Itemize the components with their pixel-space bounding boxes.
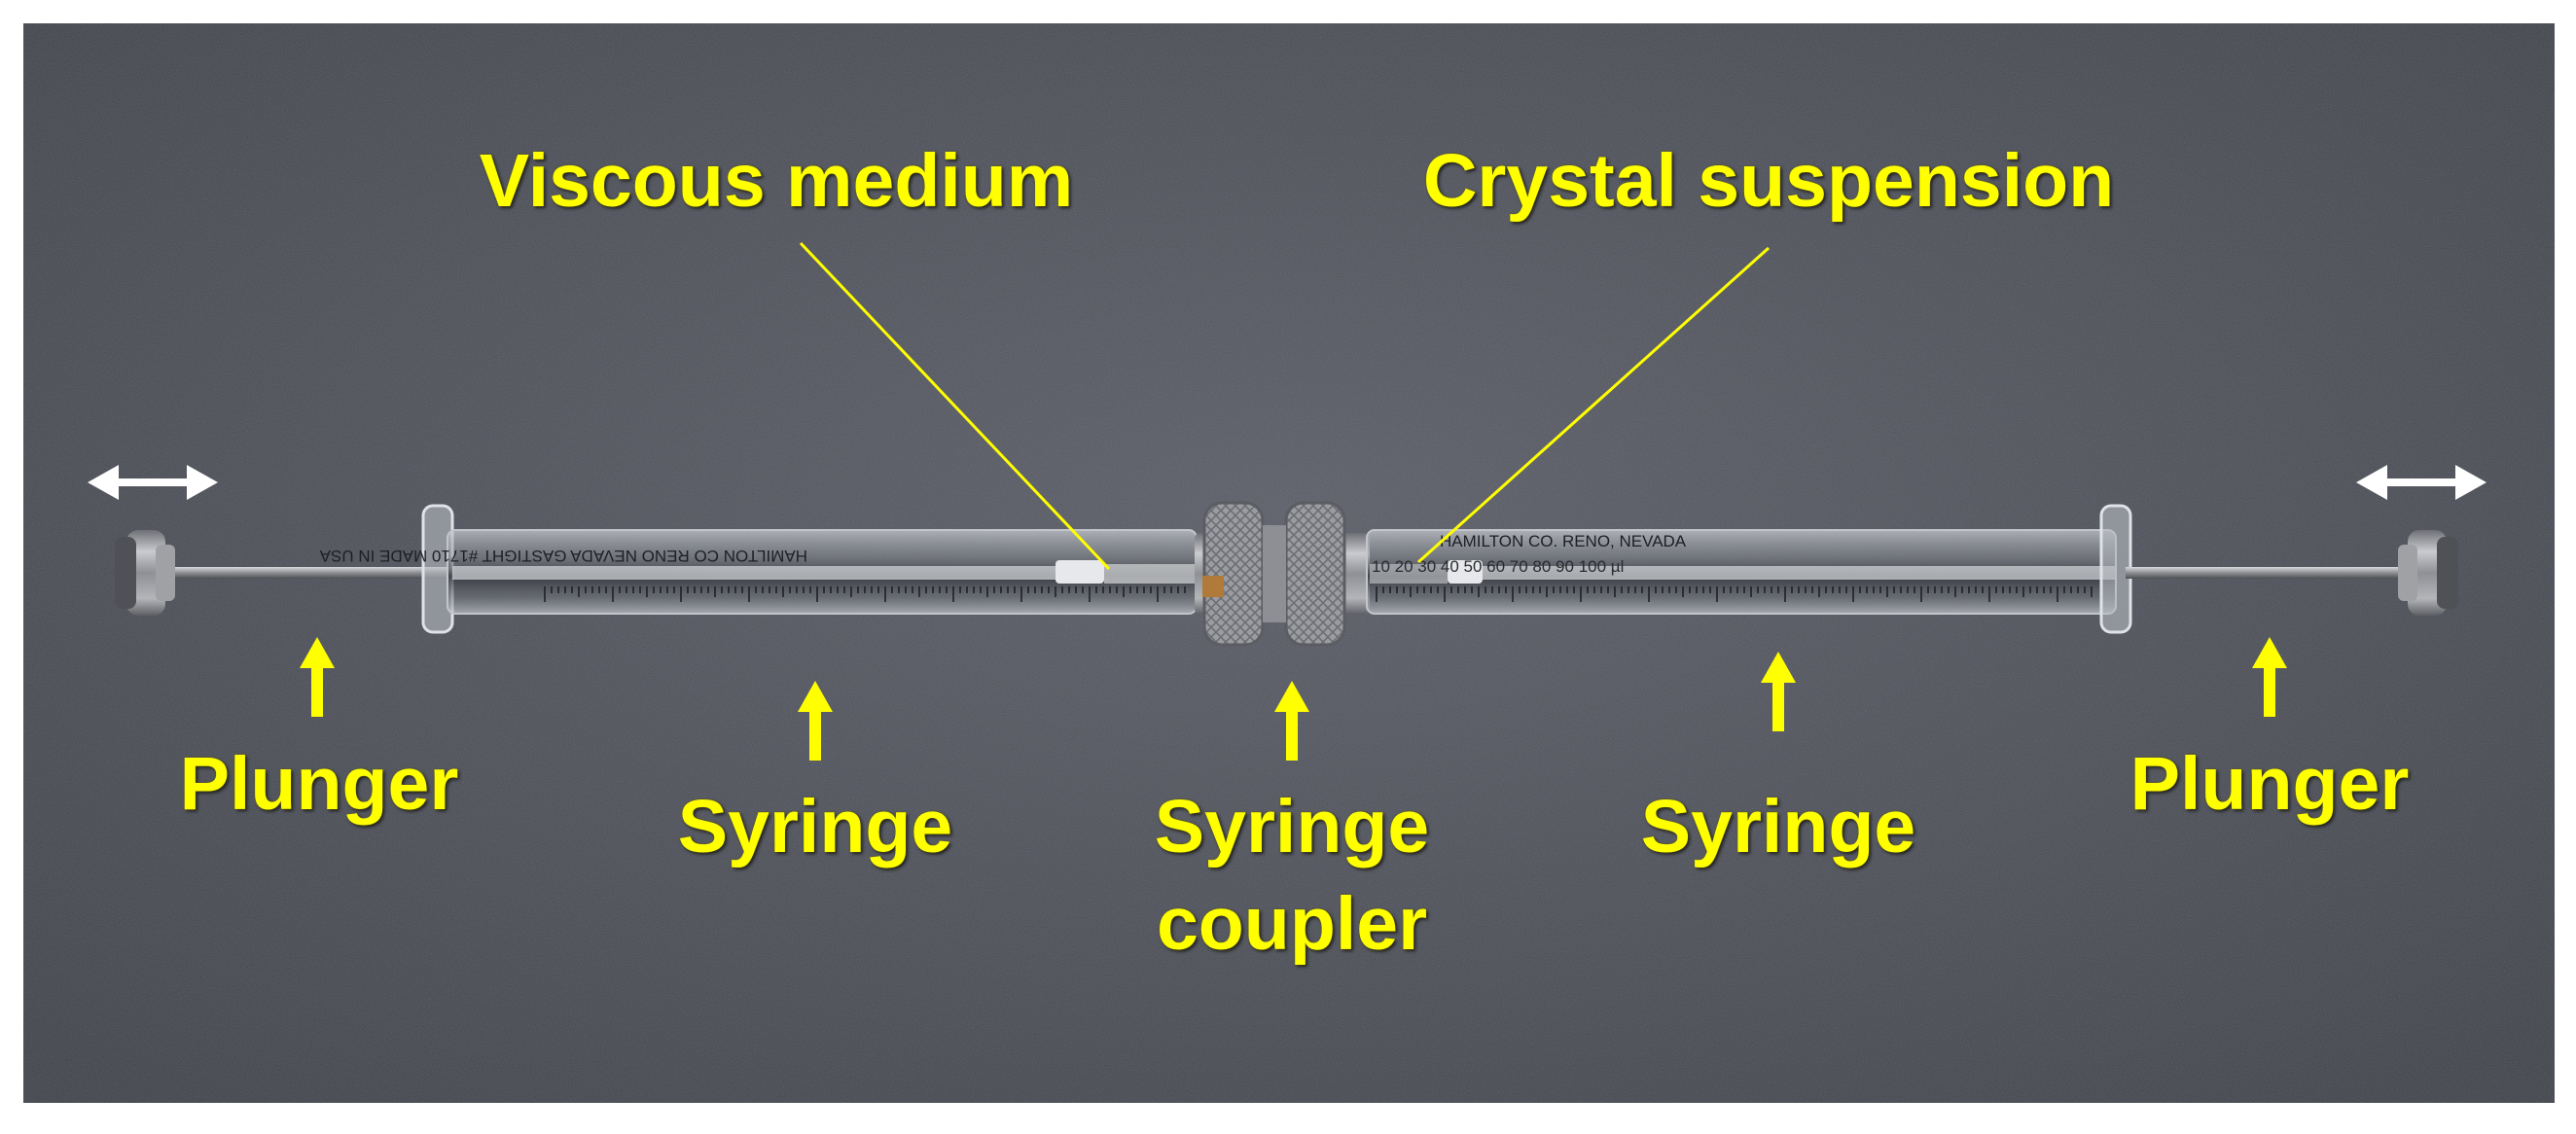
viscous-medium-fill [1104, 564, 1197, 584]
right-barrel-scale-ticks [1376, 586, 2093, 602]
left-barrel-marking: HAMILTON CO RENO NEVADA GASTIGHT #1710 M… [319, 547, 807, 565]
right-double-arrow-icon [2356, 465, 2487, 500]
label-syringe-coupler-line1: Syringe [1154, 785, 1430, 868]
label-plunger-right: Plunger [2129, 742, 2410, 826]
crystal-suspension-leader-line [1416, 246, 1771, 564]
label-crystal-suspension: Crystal suspension [1422, 139, 2115, 223]
left-plunger-rod [161, 567, 452, 579]
label-syringe-right: Syringe [1640, 785, 1916, 868]
left-inner-plunger [452, 566, 1055, 580]
left-double-arrow-icon [88, 465, 218, 500]
left-plunger-tip [1055, 560, 1104, 584]
right-plunger-tip [1448, 560, 1483, 584]
label-syringe-left: Syringe [677, 785, 953, 868]
syringe-right-arrow-icon [1761, 652, 1796, 731]
label-viscous-medium: Viscous medium [479, 139, 1074, 223]
right-inner-plunger [1483, 566, 2115, 580]
crystal-suspension-fill [1370, 564, 1448, 584]
left-barrel-scale-ticks [544, 586, 1186, 602]
coupler-center-groove [1263, 525, 1286, 622]
left-syringe: HAMILTON CO RENO NEVADA GASTIGHT #1710 M… [115, 504, 1198, 634]
coupler-seal [1202, 576, 1224, 597]
right-barrel-scale-numbers: 10 20 30 40 50 60 70 80 90 100 µl [1372, 557, 1624, 576]
coupler-arrow-icon [1274, 681, 1309, 761]
right-plunger-rod [2126, 567, 2417, 579]
right-barrel-marking: HAMILTON CO. RENO, NEVADA [1440, 532, 1687, 550]
coupler-knurled-nut-right [1284, 501, 1346, 647]
coupler-knurled-nut-left [1202, 501, 1265, 647]
plunger-right-arrow-icon [2252, 637, 2287, 717]
left-plunger-knob [115, 530, 175, 616]
label-plunger-left: Plunger [179, 742, 459, 826]
syringe-left-arrow-icon [798, 681, 833, 761]
viscous-medium-leader-line [799, 241, 1111, 571]
right-plunger-knob [2398, 530, 2458, 616]
right-syringe: HAMILTON CO. RENO, NEVADA 10 20 30 40 50… [1366, 504, 2458, 634]
syringe-coupler [1195, 501, 1370, 647]
plunger-left-arrow-icon [300, 637, 335, 717]
label-syringe-coupler-line2: coupler [1156, 882, 1428, 966]
